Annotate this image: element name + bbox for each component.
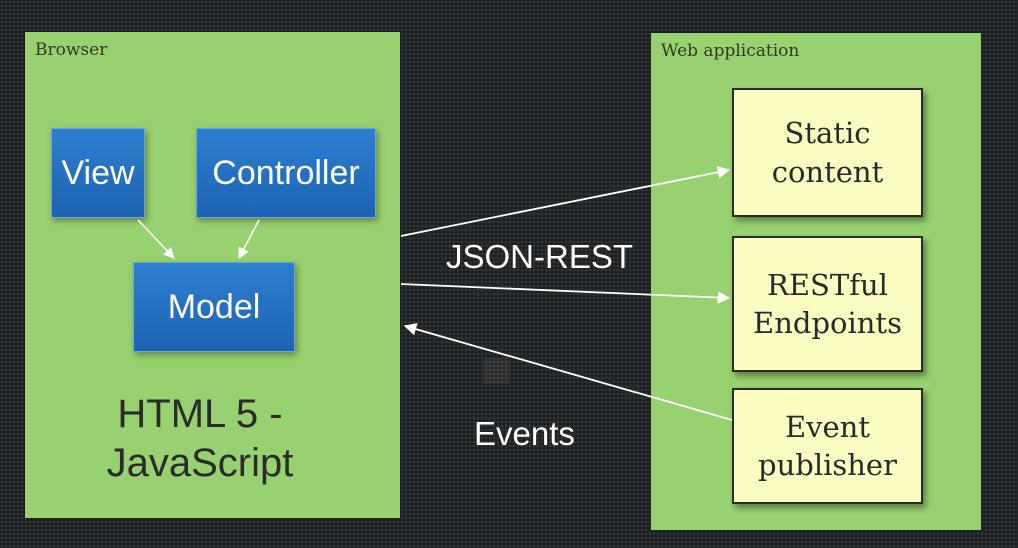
static-content-box: Static content [732,88,923,217]
restful-endpoints-line-2: Endpoints [753,306,902,340]
faint-placeholder-icon [483,358,510,384]
event-publisher-to-browser-arrow [403,323,733,421]
restful-endpoints-line-1: RESTful [767,267,888,302]
caption-line-2: JavaScript [106,440,294,485]
controller-box: Controller [196,128,376,218]
event-publisher-line-1: Event [784,409,871,444]
view-box: View [51,128,145,218]
event-publisher-box: Event publisher [732,388,923,504]
browser-to-restful-endpoints-arrow [400,283,731,304]
controller-to-model-arrow [238,219,260,259]
events-label: Events [474,415,575,452]
browser-to-static-content-arrow [400,166,731,237]
static-content-line-1: Static [784,116,871,151]
caption-line-1: HTML 5 - [117,392,283,436]
restful-endpoints-box: RESTful Endpoints [732,236,923,372]
event-publisher-line-2: publisher [758,448,897,482]
static-content-line-2: content [771,154,884,189]
view-to-model-arrow [137,219,175,259]
json-rest-label: JSON-REST [446,238,634,275]
web-application-label: Web application [661,41,800,61]
browser-label: Browser [35,40,108,60]
model-box: Model [133,262,295,352]
browser-technology-caption: HTML 5 - JavaScript [30,390,370,488]
